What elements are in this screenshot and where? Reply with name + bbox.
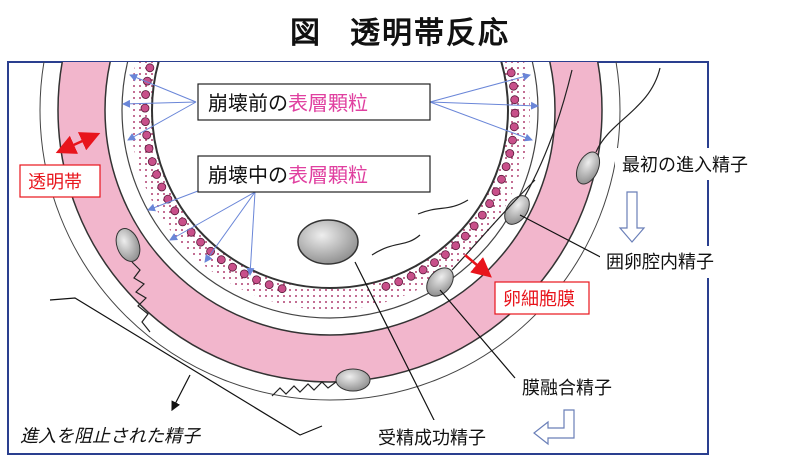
cortical-granule <box>382 282 390 290</box>
zona-label: 透明帯 <box>28 172 82 193</box>
cortical-granule <box>229 263 237 271</box>
cortical-granule <box>197 238 205 246</box>
cortical-granule <box>492 188 500 196</box>
cortical-granule <box>142 91 150 99</box>
cortical-granule <box>171 207 179 215</box>
cortical-granule <box>143 131 151 139</box>
fertilizing-sperm-head <box>298 220 358 264</box>
cortical-granule <box>441 251 449 259</box>
cortical-granule <box>452 242 460 250</box>
cortical-granule <box>240 270 248 278</box>
granule-before-label: 崩壊前の表層顆粒 <box>208 91 368 115</box>
granule-during-label: 崩壊中の表層顆粒 <box>208 163 368 187</box>
cortical-granule <box>395 278 403 286</box>
cortical-granule <box>158 183 166 191</box>
cortical-granule <box>141 104 149 112</box>
cortical-granule <box>145 145 153 153</box>
outside-sperm-head <box>336 369 370 391</box>
cortical-granule <box>511 96 519 104</box>
fused-to-success-arrow <box>534 410 574 444</box>
cortical-granule <box>407 272 415 280</box>
cortical-granule <box>498 175 506 183</box>
first-sperm-tail <box>596 68 660 152</box>
cortical-granule <box>141 118 149 126</box>
outside-sperm-tail <box>272 382 336 396</box>
cortical-granule <box>153 171 161 179</box>
cortical-granule <box>506 150 514 158</box>
cortical-granule <box>478 211 486 219</box>
cortical-granule <box>510 82 518 90</box>
fused-sperm-label: 膜融合精子 <box>522 378 612 399</box>
cortical-granule <box>510 123 518 131</box>
cortical-granule <box>265 281 273 289</box>
cortical-granule <box>253 276 261 284</box>
oocyte-membrane-label: 卵細胞膜 <box>503 289 575 310</box>
cortical-granule <box>509 136 517 144</box>
cortical-granule <box>507 69 515 77</box>
cortical-granule <box>486 200 494 208</box>
cortical-granule <box>278 285 286 293</box>
first-sperm-down-arrow <box>620 192 644 242</box>
cortical-granule <box>502 163 510 171</box>
blocked-sperm-label: 進入を阻止された精子 <box>20 426 202 447</box>
cortical-granule <box>148 158 156 166</box>
first-sperm-label: 最初の進入精子 <box>622 155 748 176</box>
cortical-granule <box>419 266 427 274</box>
cortical-granule <box>461 232 469 240</box>
cortical-granule <box>179 218 187 226</box>
fertilizing-sperm-label: 受精成功精子 <box>378 428 486 449</box>
cortical-granule <box>431 259 439 267</box>
cortical-granule <box>470 222 478 230</box>
cortical-granule <box>217 256 225 264</box>
perivitelline-sperm-label: 囲卵腔内精子 <box>606 252 714 273</box>
cortical-granule <box>511 109 519 117</box>
cortical-granule <box>146 64 154 72</box>
